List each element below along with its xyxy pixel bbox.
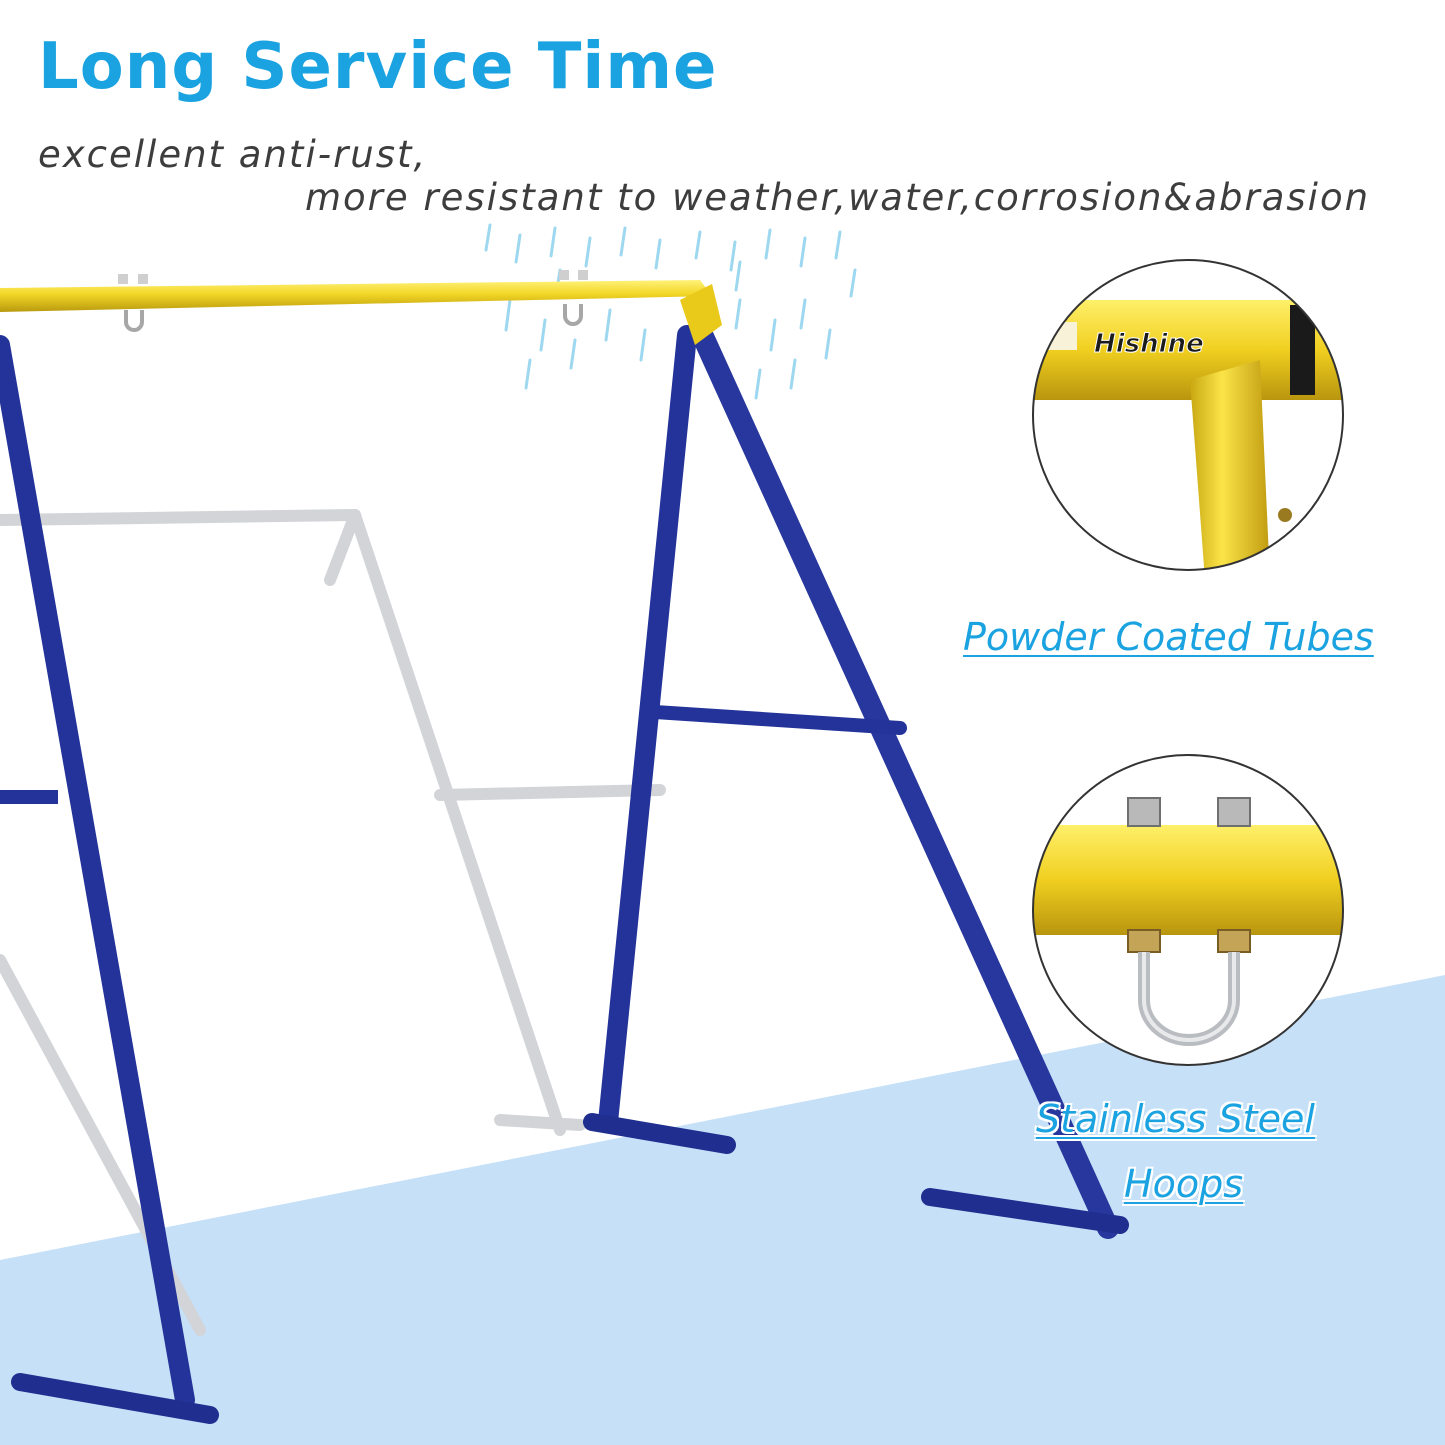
- subtitle-line-1: excellent anti-rust,: [38, 133, 428, 176]
- left-foot: [11, 1373, 219, 1424]
- floor-area: [0, 975, 1445, 1445]
- right-back-foot: [583, 1113, 736, 1154]
- callout-powder-coated-tubes: Powder Coated Tubes: [963, 615, 1374, 659]
- right-back-leg: [598, 325, 697, 1132]
- right-crossbar: [648, 705, 907, 735]
- detail-circle-hoops: [1032, 754, 1344, 1066]
- headline: Long Service Time: [38, 30, 718, 104]
- detail-circle-powder: Hishine: [1032, 259, 1344, 571]
- right-front-foot: [921, 1188, 1129, 1234]
- right-front-leg: [689, 319, 1119, 1239]
- subtitle-line-2: more resistant to weather,water,corrosio…: [305, 176, 1371, 219]
- left-leg: [0, 335, 195, 1410]
- top-beam-nuts: [118, 270, 588, 284]
- rain-streaks: [484, 223, 857, 400]
- brand-logo: Hishine: [1094, 329, 1204, 359]
- callout-stainless-steel: Stainless Steel: [1036, 1097, 1315, 1141]
- top-beam-hooks: [124, 304, 583, 332]
- top-corner-bracket: [680, 284, 722, 345]
- top-beam: [0, 280, 712, 312]
- callout-hoops: Hoops: [1124, 1162, 1243, 1206]
